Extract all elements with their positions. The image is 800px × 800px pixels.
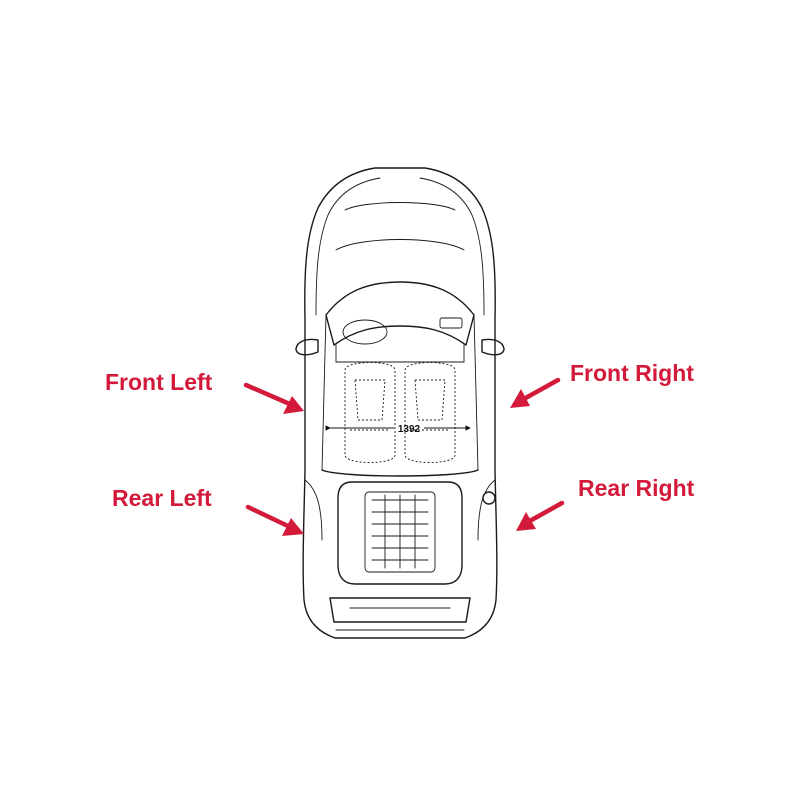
rear-left-arrow-shaft: [245, 504, 293, 530]
rear-bumper: [329, 597, 471, 623]
rear-right-arrow-shaft: [525, 500, 565, 525]
rear-right-label: Rear Right: [578, 475, 695, 501]
left-mirror: [295, 338, 319, 356]
rear-right-arrowhead: [516, 512, 536, 531]
rear-right-callout: Rear Right: [516, 475, 695, 531]
front-right-arrow-shaft: [519, 377, 561, 403]
steering-wheel: [342, 319, 388, 345]
rear-left-arrowhead: [282, 518, 304, 536]
car-body-outline: [302, 167, 498, 639]
front-right-callout: Front Right: [510, 360, 694, 408]
track-width-dimension: 1392: [325, 424, 471, 435]
front-right-arrowhead: [510, 389, 530, 408]
right-mirror: [481, 338, 505, 356]
front-left-arrowhead: [283, 396, 304, 414]
front-left-arrow-shaft: [243, 382, 295, 408]
rear-left-label: Rear Left: [112, 485, 212, 511]
track-width-value: 1392: [398, 424, 421, 435]
car-illustration: 1392: [295, 167, 505, 639]
windshield: [325, 281, 475, 346]
front-right-label: Front Right: [570, 360, 694, 386]
left-seat: [344, 362, 396, 463]
front-left-callout: Front Left: [105, 369, 304, 414]
engine-bay: [337, 481, 463, 585]
right-seat: [404, 362, 456, 463]
rear-left-callout: Rear Left: [112, 485, 304, 536]
front-left-label: Front Left: [105, 369, 213, 395]
